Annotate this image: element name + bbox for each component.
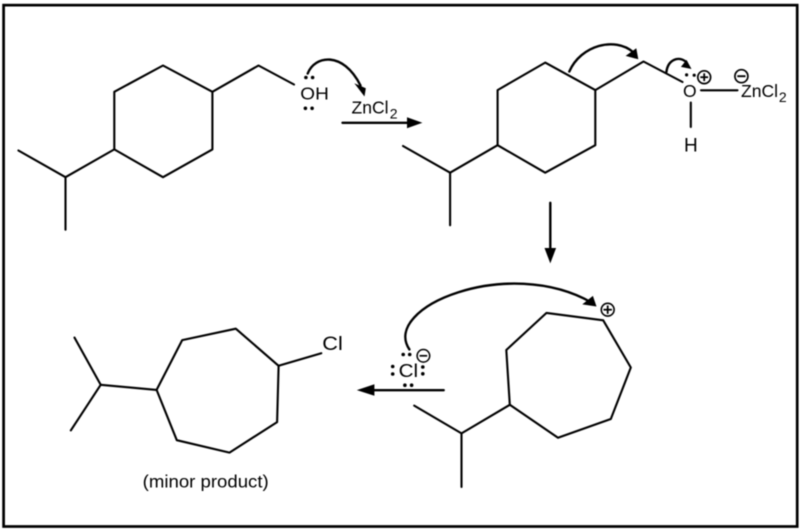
- svg-text:2: 2: [779, 89, 787, 105]
- svg-text:(minor product): (minor product): [143, 471, 269, 491]
- svg-text:Cl: Cl: [322, 334, 343, 355]
- svg-text:ZnCl: ZnCl: [352, 98, 389, 118]
- svg-text:O: O: [683, 81, 697, 101]
- svg-text:2: 2: [390, 105, 398, 121]
- svg-text:Cl: Cl: [399, 361, 419, 381]
- svg-text:ZnCl: ZnCl: [741, 81, 778, 101]
- svg-text:H: H: [684, 136, 698, 157]
- svg-text:OH: OH: [300, 83, 329, 103]
